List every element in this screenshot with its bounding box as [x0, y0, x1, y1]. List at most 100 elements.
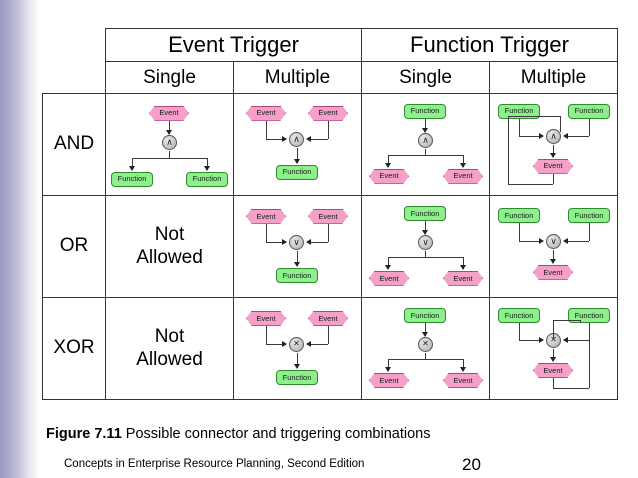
not-allowed-line-2: Allowed	[136, 349, 203, 371]
cell-or-function-single: Function ∨ Event Event	[361, 194, 490, 298]
function-node: Function	[404, 205, 446, 221]
connector-and: ∧	[289, 131, 304, 147]
wire	[565, 135, 589, 137]
arrowhead	[306, 135, 311, 142]
wire	[388, 358, 389, 371]
wire	[519, 339, 542, 341]
wire	[425, 322, 426, 336]
cell-and-function-single: Function ∧ Event Event	[361, 92, 490, 196]
wire	[508, 115, 509, 184]
function-node: Function	[186, 171, 228, 187]
row-label-xor: XOR	[42, 296, 106, 401]
event-node: Event	[533, 264, 573, 280]
connector-or: ∨	[289, 234, 304, 250]
wire	[519, 322, 520, 340]
function-node: Function	[404, 307, 446, 323]
connector-and: ∧	[162, 134, 177, 150]
arrowhead	[539, 237, 544, 244]
arrowhead	[563, 336, 568, 343]
wire	[425, 352, 426, 359]
wire	[553, 319, 580, 321]
cell-xor-function-single: Function ✕ Event Event	[361, 296, 490, 401]
arrowhead	[282, 238, 287, 245]
wire	[463, 358, 464, 371]
arrowhead	[422, 127, 428, 133]
slide-footer-text: Concepts in Enterprise Resource Planning…	[64, 458, 365, 470]
arrowhead	[550, 152, 556, 158]
epc-diagram-xor-event-multiple: Event Event ✕ Function	[234, 298, 361, 399]
arrowhead	[294, 158, 300, 164]
table-row-or: OR Not Allowed Event Event ∨	[42, 194, 618, 298]
wire	[508, 183, 553, 185]
wire	[308, 241, 328, 243]
wire	[266, 241, 286, 243]
wire	[463, 154, 464, 167]
event-node: Event	[308, 105, 348, 121]
header-row-subs: Single Multiple Single Multiple	[43, 61, 618, 94]
wire	[553, 249, 554, 263]
event-node: Event	[443, 372, 483, 388]
epc-diagram-or-function-single: Function ∨ Event Event	[362, 196, 489, 297]
arrowhead	[385, 162, 391, 168]
cell-xor-function-multiple: Function Function ✕ Event	[489, 296, 618, 401]
epc-diagram-xor-function-single: Function ✕ Event Event	[362, 298, 489, 399]
arrowhead	[460, 264, 466, 270]
header-function-single: Single	[361, 61, 490, 94]
arrowhead	[166, 129, 172, 135]
wire	[519, 118, 520, 136]
not-allowed-line-1: Not	[154, 326, 185, 348]
event-node: Event	[308, 310, 348, 326]
figure-caption-text: Possible connector and triggering combin…	[125, 426, 431, 442]
table-row-and: AND Event ∧ Function Function	[42, 92, 618, 196]
connector-or: ∨	[418, 234, 433, 250]
arrowhead	[204, 165, 210, 171]
header-event-trigger: Event Trigger	[105, 27, 362, 63]
connector-xor: ✕	[289, 336, 304, 352]
wire	[425, 148, 426, 155]
event-node: Event	[246, 105, 286, 121]
arrowhead	[539, 336, 544, 343]
arrowhead	[385, 366, 391, 372]
epc-diagram-and-function-multiple: Function Function ∧ Event	[490, 94, 617, 195]
wire	[328, 120, 329, 139]
arrowhead	[306, 340, 311, 347]
arrowhead	[282, 340, 287, 347]
wire	[425, 220, 426, 234]
wire	[297, 250, 298, 266]
function-node: Function	[111, 171, 153, 187]
event-node: Event	[443, 270, 483, 286]
wire	[553, 377, 554, 388]
wire	[425, 250, 426, 257]
arrowhead	[550, 356, 556, 362]
epc-diagram-xor-function-multiple: Function Function ✕ Event	[490, 298, 617, 399]
cell-or-function-multiple: Function Function ∨ Event	[489, 194, 618, 298]
wire	[589, 222, 590, 241]
event-node: Event	[308, 208, 348, 224]
table-row-xor: XOR Not Allowed Event Event ✕	[42, 296, 618, 401]
wire	[553, 144, 554, 157]
wire	[328, 325, 329, 344]
arrowhead	[422, 229, 428, 235]
arrowhead	[460, 366, 466, 372]
wire	[388, 154, 389, 167]
event-node: Event	[369, 168, 409, 184]
wire	[169, 120, 170, 134]
arrowhead	[550, 258, 556, 264]
wire	[553, 387, 589, 389]
function-node: Function	[276, 267, 318, 283]
header-event-multiple: Multiple	[233, 61, 362, 94]
wire	[207, 157, 208, 170]
wire	[580, 319, 581, 323]
wire	[553, 348, 554, 361]
function-node: Function	[276, 369, 318, 385]
epc-diagram-and-event-multiple: Event Event ∧ Function	[234, 94, 361, 195]
arrowhead	[563, 237, 568, 244]
arrowhead	[385, 264, 391, 270]
event-node: Event	[246, 310, 286, 326]
header-function-trigger: Function Trigger	[361, 27, 618, 63]
wire	[425, 118, 426, 132]
connector-and: ∧	[546, 128, 561, 144]
cell-or-event-multiple: Event Event ∨ Function	[233, 194, 362, 298]
matrix-table: Event Trigger Function Trigger Single Mu…	[42, 27, 618, 401]
cell-and-function-multiple: Function Function ∧ Event	[489, 92, 618, 196]
